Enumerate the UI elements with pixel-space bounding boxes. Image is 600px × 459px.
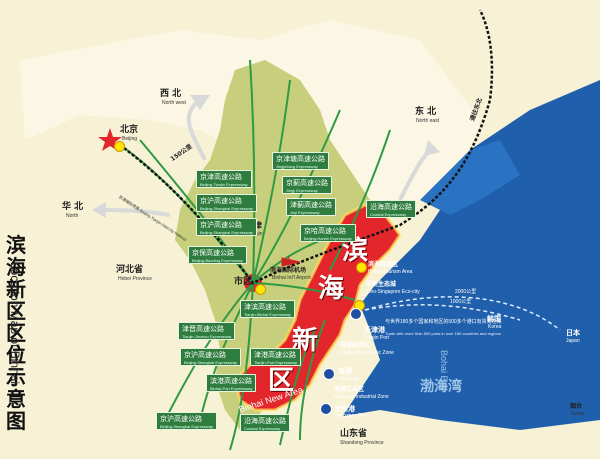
- hebei-en: Hebei Province: [118, 276, 152, 282]
- arrow-heads: [92, 95, 440, 218]
- city-dot: [255, 284, 266, 295]
- cangzhou-port-icon: [320, 403, 332, 415]
- lingang-en: Lingang Economic Zone: [340, 350, 394, 356]
- sea-note-en: Trade with more than 500 ports in over 1…: [385, 331, 501, 336]
- beijing-en: Beijing: [122, 136, 138, 142]
- japan-cn: 日本: [566, 329, 580, 337]
- dir-northwest-cn: 西 北: [160, 89, 182, 99]
- distance-japan: 2000公里: [455, 289, 477, 295]
- yantai-cn: 烟台: [570, 403, 583, 410]
- airplane-icon: [281, 255, 301, 269]
- airport-cn: 滨海国际机场: [270, 267, 307, 274]
- sea-note-cn: 与世界180多个国家和地区的500多个港口有贸易往来: [385, 319, 502, 325]
- cangzhou-en: Cangzhou Port: [334, 413, 368, 419]
- nangang-ind-cn: 南港工业区: [334, 386, 365, 393]
- nangang-port-icon: [323, 368, 335, 380]
- tourism-cn: 滨海旅游区: [368, 261, 399, 268]
- big-char-qu: 区: [268, 366, 295, 396]
- dir-northwest-en: North west: [162, 100, 186, 106]
- sea-bohai: [330, 80, 600, 459]
- map-title-cn: 滨海新区区位示意图: [6, 233, 26, 433]
- bohai-bay-cn: 渤海湾: [420, 379, 462, 395]
- dir-north-en: North: [66, 213, 79, 219]
- nangang-ind-en: Nangang Industrial Zone: [334, 394, 389, 400]
- sea-shallow: [420, 140, 520, 215]
- lingang-cn: 临港经济区: [340, 342, 371, 349]
- binhai-glow: [233, 203, 402, 412]
- eco-city-cn: 中新生态城: [366, 281, 397, 288]
- bohai-bay-en: Bohai Bay: [439, 350, 449, 392]
- hebei-cn: 河北省: [116, 265, 144, 275]
- shandong-land: [300, 410, 600, 459]
- shandong-en: Shandong Province: [340, 440, 384, 446]
- tianjin-port-icon: [350, 308, 362, 320]
- distance-korea: 1000公里: [450, 299, 472, 305]
- nangang-en: Nangang: [338, 376, 359, 382]
- map-title-en: Location Map of Binhai: [8, 262, 22, 385]
- beijing-cn: 北京: [120, 125, 139, 135]
- cangzhou-cn: 沧州港: [334, 405, 355, 413]
- big-char-hai: 海: [318, 274, 345, 304]
- dir-northeast-cn: 东 北: [415, 107, 437, 117]
- beijing-dot: [114, 141, 125, 152]
- tianjin-port-en: Tianjin Port: [364, 335, 390, 341]
- yantai-en: Yantai: [570, 411, 584, 417]
- city-area-label: 市区: [234, 277, 253, 287]
- tourism-en: Binhai Tourism Area: [368, 269, 413, 275]
- dir-north-cn: 华 北: [62, 202, 84, 212]
- korea-en: Korea: [488, 324, 502, 330]
- tianjin-port-cn: 天津港: [364, 326, 385, 334]
- korea-cn: 韩国: [487, 315, 501, 323]
- airport-en: Binhai Int'l Airport: [272, 275, 311, 281]
- eco-city-en: Sino-Singapore Eco-city: [366, 289, 420, 295]
- japan-en: Japan: [566, 338, 580, 344]
- sea-routes: [364, 296, 561, 331]
- shandong-cn: 山东省: [340, 429, 368, 439]
- nangang-cn: 南港: [338, 367, 352, 375]
- dir-northeast-en: North east: [416, 118, 440, 124]
- tourism-dot: [356, 262, 367, 273]
